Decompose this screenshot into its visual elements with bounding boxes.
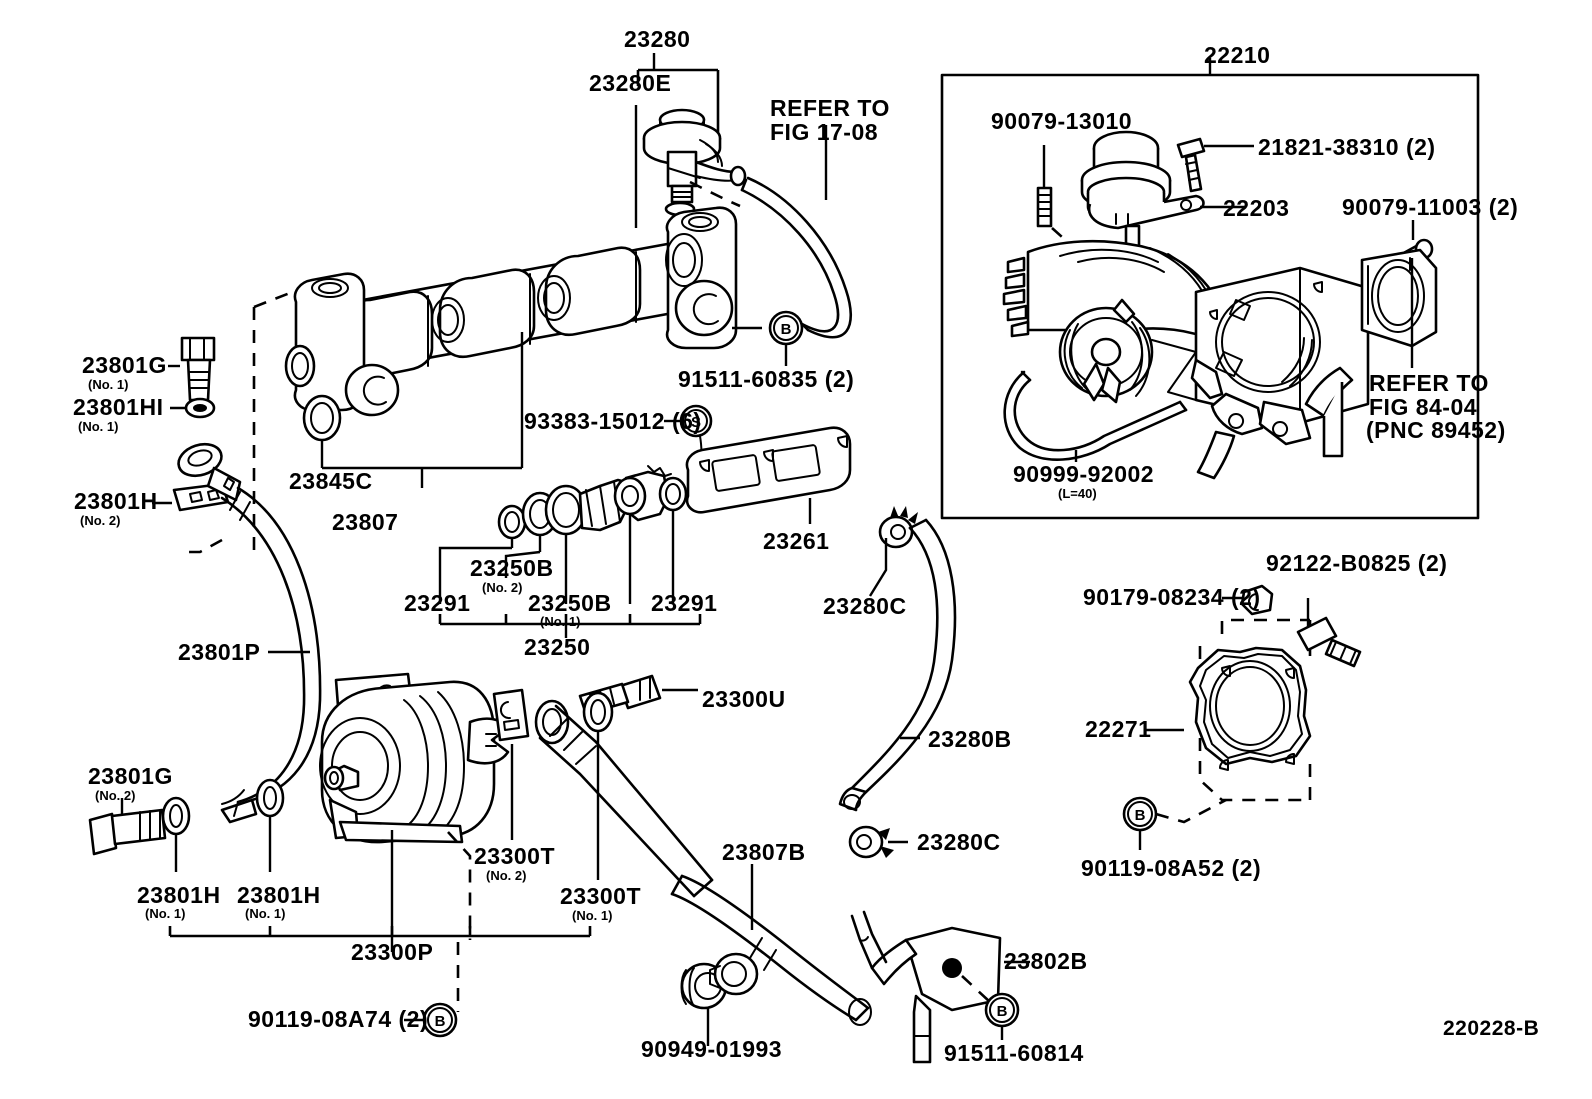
label-90179-08234: 90179-08234 (2) (1083, 584, 1261, 610)
part-90119-08A52-art (1122, 796, 1227, 850)
refer-hose-art (689, 125, 853, 339)
label-23802B: 23802B (1004, 948, 1088, 974)
refer-fig-84-04-line2: FIG 84-04 (1369, 394, 1478, 420)
part-23300T-no1-art (582, 691, 614, 880)
part-93383-15012-art: S (664, 404, 713, 465)
label-90079-13010: 90079-13010 (991, 108, 1133, 134)
label-23801HI-no1-sub: (No. 1) (78, 419, 119, 434)
svg-text:S: S (691, 414, 701, 431)
label-23250B-no1-sub: (No. 1) (540, 614, 581, 629)
part-23801G-no2-art (88, 798, 167, 856)
label-23280C-upper: 23280C (823, 593, 907, 619)
label-22271: 22271 (1085, 716, 1152, 742)
label-23250: 23250 (524, 634, 591, 660)
label-23300U: 23300U (702, 686, 786, 712)
part-90949-01993-clamps-art (680, 952, 759, 1046)
part-22271-gasket-art (1144, 618, 1312, 802)
refer-fig-17-08-line2: FIG 17-08 (770, 119, 879, 145)
label-21821-38310: 21821-38310 (2) (1258, 134, 1436, 160)
fuel-pipe-art (534, 699, 714, 898)
label-23801P: 23801P (178, 639, 261, 665)
label-23300P: 23300P (351, 939, 434, 965)
throttle-body-assembly-art (1002, 239, 1438, 480)
label-23280: 23280 (624, 26, 691, 52)
part-23801H-washer-a-art (161, 796, 191, 872)
svg-text:B: B (1135, 807, 1146, 824)
label-23801H-no1-a: 23801H (137, 882, 221, 908)
part-23280C-clamp-upper-art (868, 506, 918, 597)
label-23801H-no2: 23801H (74, 488, 158, 514)
label-23300T-no1-sub: (No. 1) (572, 908, 613, 923)
label-23250B-no2-sub: (No. 2) (482, 580, 523, 595)
refer-fig-17-08-line1: REFER TO (770, 95, 890, 121)
label-23801G-no2: 23801G (88, 763, 173, 789)
refer-fig-84-04-line3: (PNC 89452) (1366, 417, 1506, 443)
refer-fig-84-04-line1: REFER TO (1369, 370, 1489, 396)
part-23280C-clamp-lower-art (848, 825, 908, 859)
label-23300T-no1: 23300T (560, 883, 642, 909)
label-90119-08A52: 90119-08A52 (2) (1081, 855, 1262, 881)
throttle-body-box (940, 58, 1480, 520)
part-23802B-bracket-art (850, 910, 1030, 1064)
part-23300P-fuel-filter-art (319, 672, 510, 940)
part-23801P-hose-art (177, 442, 322, 824)
part-23807B-hose-art (670, 864, 872, 1026)
part-21821-38310-art (1176, 137, 1254, 193)
label-23291-right: 23291 (651, 590, 718, 616)
label-23280B: 23280B (928, 726, 1012, 752)
label-23801G-no2-sub: (No. 2) (95, 788, 136, 803)
svg-text:B: B (435, 1013, 446, 1030)
label-23801HI-no1: 23801HI (73, 394, 164, 420)
label-93383-15012: 93383-15012 (6) (524, 408, 702, 434)
part-90179-08234-art (1222, 584, 1274, 616)
label-23250B-no1: 23250B (528, 590, 612, 616)
label-23801H-no2-sub: (No. 2) (80, 513, 121, 528)
label-90999-92002-sub: (L=40) (1058, 486, 1097, 501)
part-23807-delivery-pipe-art (252, 206, 804, 560)
label-91511-60814: 91511-60814 (944, 1040, 1084, 1066)
label-23801H-no1-a-sub: (No. 1) (145, 906, 186, 921)
part-90999-92002-hose-art (1003, 370, 1188, 462)
label-23801H-no1-b: 23801H (237, 882, 321, 908)
label-23250B-no2: 23250B (470, 555, 554, 581)
svg-text:B: B (997, 1003, 1008, 1020)
part-23801G-no1-art (168, 336, 216, 402)
label-23280C-lower: 23280C (917, 829, 1001, 855)
label-23807: 23807 (332, 509, 399, 535)
label-90079-11003: 90079-11003 (2) (1342, 194, 1519, 220)
label-90949-01993: 90949-01993 (641, 1036, 783, 1062)
part-23250-injector-art (438, 465, 702, 638)
label-23300T-no2-sub: (No. 2) (486, 868, 527, 883)
part-23261-cover-art (685, 426, 852, 524)
part-23801H-washer-b-art (255, 778, 285, 872)
label-23845C: 23845C (289, 468, 373, 494)
label-22210: 22210 (1204, 42, 1271, 68)
label-91511-60835: 91511-60835 (2) (678, 366, 855, 392)
label-23300T-no2: 23300T (474, 843, 556, 869)
label-23291-left: 23291 (404, 590, 471, 616)
part-92122-B0825-art (1296, 598, 1362, 668)
bracket-23300P (168, 926, 592, 952)
part-23280B-hose-art (838, 518, 957, 812)
label-90999-92002: 90999-92002 (1013, 461, 1155, 487)
label-92122-B0825: 92122-B0825 (2) (1266, 550, 1448, 576)
svg-text:B: B (781, 321, 792, 338)
part-23280-pressure-regulator-art (634, 53, 747, 228)
label-23807B: 23807B (722, 839, 806, 865)
label-22203: 22203 (1223, 195, 1290, 221)
label-90119-08A74: 90119-08A74 (2) (248, 1006, 429, 1032)
label-23280E: 23280E (589, 70, 672, 96)
part-23801HI-no1-art (170, 397, 216, 419)
part-23300T-no2-art (492, 688, 530, 840)
figure-code: 220228-B (1443, 1017, 1540, 1040)
label-23801G-no1-sub: (No. 1) (88, 377, 129, 392)
label-23801G-no1: 23801G (82, 352, 167, 378)
label-23261: 23261 (763, 528, 830, 554)
part-22203-air-valve-art (1080, 130, 1246, 268)
part-90119-08A74-art (404, 942, 460, 1038)
label-23801H-no1-b-sub: (No. 1) (245, 906, 286, 921)
